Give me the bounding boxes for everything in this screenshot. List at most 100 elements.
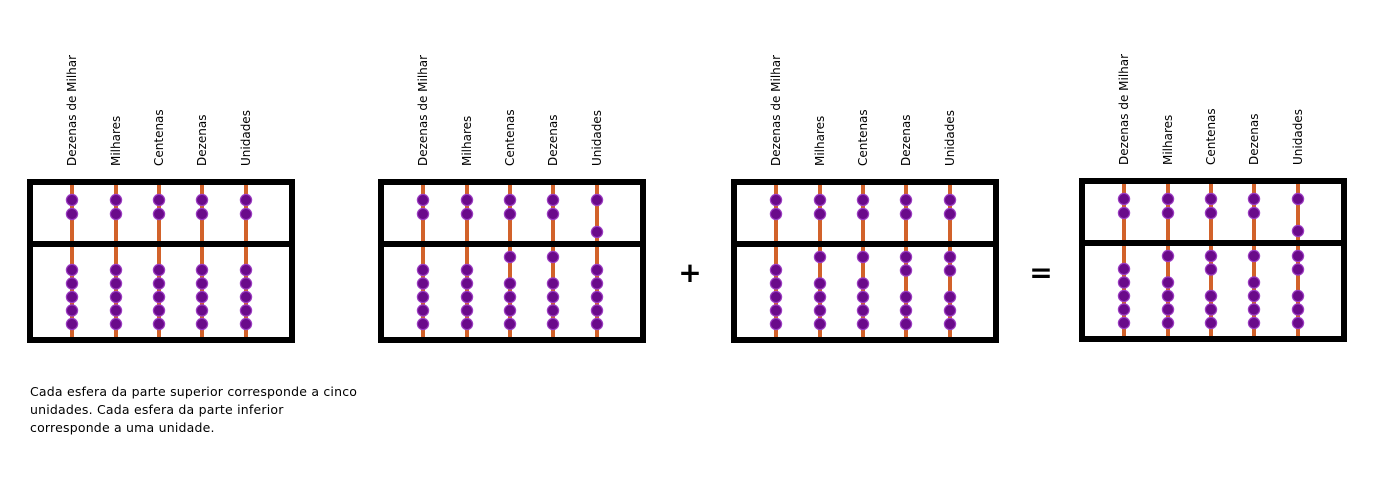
lower-bead bbox=[1204, 263, 1218, 276]
lower-bead bbox=[109, 263, 123, 277]
lower-bead bbox=[1161, 303, 1175, 316]
abacus-frame bbox=[378, 179, 646, 343]
upper-bead bbox=[1291, 224, 1305, 238]
lower-bead bbox=[1204, 303, 1218, 316]
lower-bead bbox=[460, 290, 474, 304]
upper-bead bbox=[1161, 206, 1175, 220]
lower-bead bbox=[503, 290, 517, 304]
abacus-frame bbox=[27, 179, 295, 343]
lower-bead bbox=[590, 277, 604, 290]
lower-bead bbox=[503, 277, 517, 290]
column-label: Centenas bbox=[1204, 108, 1218, 165]
lower-bead bbox=[813, 250, 827, 264]
lower-bead bbox=[769, 317, 783, 331]
lower-bead bbox=[856, 250, 870, 264]
lower-bead bbox=[109, 317, 123, 331]
upper-bead bbox=[109, 207, 123, 221]
lower-bead bbox=[1161, 316, 1175, 330]
upper-bead bbox=[416, 193, 430, 207]
lower-bead bbox=[1161, 276, 1175, 289]
lower-bead bbox=[899, 264, 913, 277]
caption-text: Cada esfera da parte superior correspond… bbox=[30, 384, 358, 435]
lower-bead bbox=[943, 290, 957, 304]
lower-bead bbox=[546, 277, 560, 290]
lower-bead bbox=[1117, 262, 1131, 276]
column-label: Centenas bbox=[856, 109, 870, 166]
lower-bead bbox=[239, 290, 253, 304]
upper-bead bbox=[1247, 192, 1261, 206]
column-label: Milhares bbox=[109, 116, 123, 166]
lower-bead bbox=[416, 290, 430, 304]
lower-bead bbox=[1161, 249, 1175, 263]
upper-bead bbox=[503, 207, 517, 221]
lower-bead bbox=[109, 277, 123, 290]
lower-bead bbox=[1291, 263, 1305, 276]
column-label: Centenas bbox=[503, 109, 517, 166]
lower-bead bbox=[460, 263, 474, 277]
lower-bead bbox=[195, 277, 209, 290]
lower-bead bbox=[769, 304, 783, 317]
lower-bead bbox=[1204, 316, 1218, 330]
upper-bead bbox=[460, 193, 474, 207]
lower-bead bbox=[813, 290, 827, 304]
lower-bead bbox=[813, 277, 827, 290]
lower-bead bbox=[239, 263, 253, 277]
column-label: Unidades bbox=[943, 110, 957, 166]
lower-bead bbox=[1204, 249, 1218, 263]
lower-bead bbox=[1291, 303, 1305, 316]
lower-bead bbox=[152, 263, 166, 277]
lower-bead bbox=[1247, 249, 1261, 263]
lower-bead bbox=[769, 263, 783, 277]
upper-bead bbox=[856, 193, 870, 207]
upper-bead bbox=[1247, 206, 1261, 220]
lower-bead bbox=[1291, 249, 1305, 263]
upper-bead bbox=[813, 207, 827, 221]
upper-bead bbox=[503, 193, 517, 207]
upper-bead bbox=[769, 207, 783, 221]
lower-bead bbox=[460, 277, 474, 290]
lower-bead bbox=[416, 304, 430, 317]
upper-bead bbox=[195, 193, 209, 207]
upper-bead bbox=[546, 207, 560, 221]
lower-bead bbox=[65, 263, 79, 277]
lower-bead bbox=[943, 304, 957, 317]
lower-bead bbox=[769, 290, 783, 304]
column-label: Dezenas de Milhar bbox=[416, 55, 430, 166]
column-label: Milhares bbox=[813, 116, 827, 166]
lower-bead bbox=[1204, 289, 1218, 303]
lower-bead bbox=[899, 250, 913, 264]
lower-bead bbox=[1247, 289, 1261, 303]
upper-bead bbox=[813, 193, 827, 207]
column-label: Dezenas de Milhar bbox=[1117, 54, 1131, 165]
upper-bead bbox=[416, 207, 430, 221]
lower-bead bbox=[460, 304, 474, 317]
lower-bead bbox=[856, 290, 870, 304]
lower-bead bbox=[1117, 289, 1131, 303]
lower-bead bbox=[239, 277, 253, 290]
lower-bead bbox=[943, 264, 957, 277]
lower-bead bbox=[1161, 289, 1175, 303]
column-label: Milhares bbox=[1161, 115, 1175, 165]
lower-bead bbox=[546, 290, 560, 304]
lower-bead bbox=[109, 290, 123, 304]
upper-bead bbox=[460, 207, 474, 221]
column-label: Unidades bbox=[239, 110, 253, 166]
lower-bead bbox=[195, 304, 209, 317]
column-label: Dezenas bbox=[195, 114, 209, 166]
lower-bead bbox=[899, 290, 913, 304]
upper-bead bbox=[590, 225, 604, 239]
lower-bead bbox=[590, 304, 604, 317]
upper-bead bbox=[152, 207, 166, 221]
lower-bead bbox=[546, 317, 560, 331]
lower-bead bbox=[503, 317, 517, 331]
upper-bead bbox=[899, 207, 913, 221]
lower-bead bbox=[856, 304, 870, 317]
lower-bead bbox=[503, 250, 517, 264]
lower-bead bbox=[899, 304, 913, 317]
upper-bead bbox=[1204, 206, 1218, 220]
lower-bead bbox=[546, 250, 560, 264]
upper-bead bbox=[239, 193, 253, 207]
column-label: Dezenas de Milhar bbox=[769, 55, 783, 166]
